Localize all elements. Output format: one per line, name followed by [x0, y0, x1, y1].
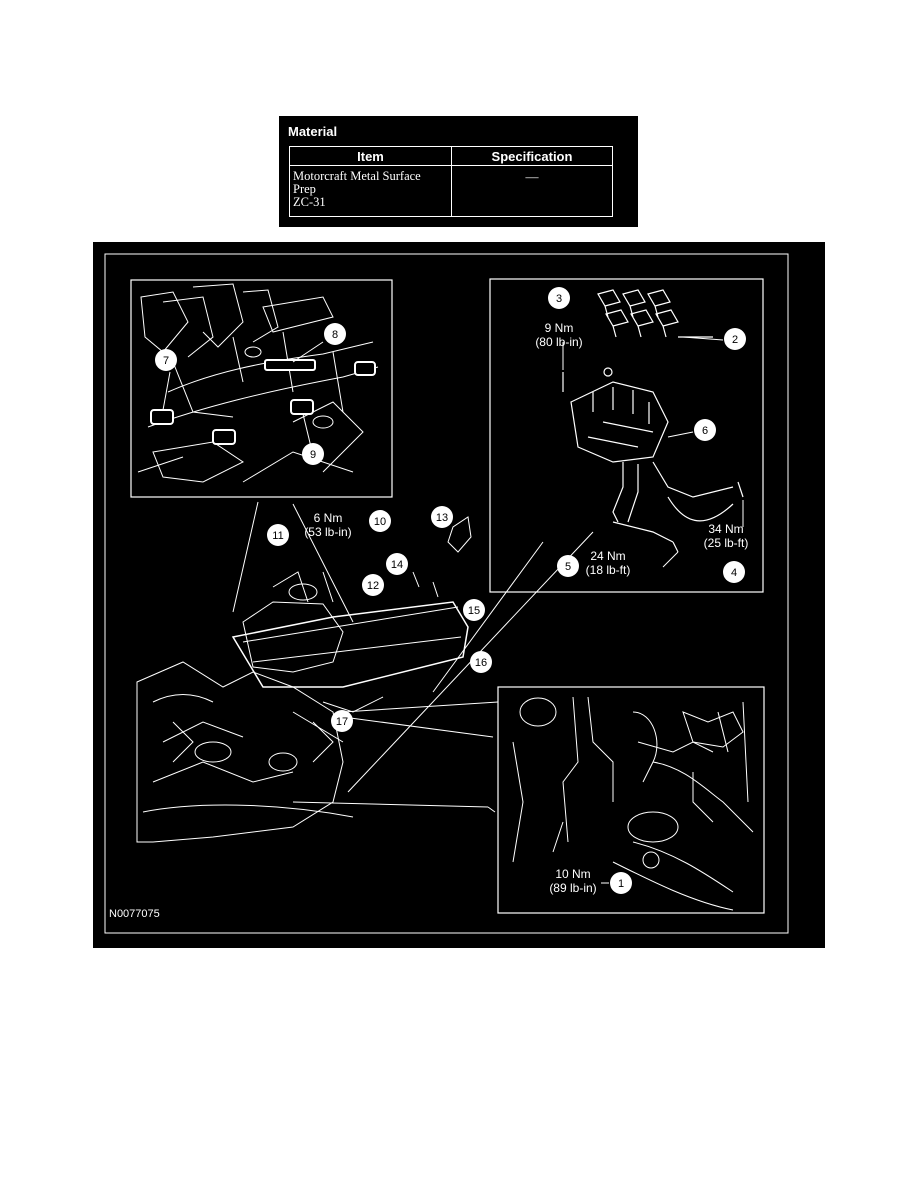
- detail-panel-top-left: [130, 279, 393, 498]
- callout-label: 12: [367, 580, 379, 592]
- torque-label: (53 lb-in): [304, 525, 351, 539]
- callout-1: [610, 872, 632, 894]
- engine-component-diagram: 7 8 9 3 2 6 5 4 10 11 13 14 12 15 16 17 …: [93, 242, 825, 948]
- header-specification: Specification: [491, 148, 573, 164]
- callout-17: [331, 710, 353, 732]
- detail-panel-top-right: [489, 278, 764, 593]
- callout-4: [723, 561, 745, 583]
- torque-label: 24 Nm: [590, 549, 625, 563]
- callout-label: 16: [475, 657, 487, 669]
- diagram-svg: 7 8 9 3 2 6 5 4 10 11 13 14 12 15 16 17 …: [104, 253, 789, 934]
- callout-16: [470, 651, 492, 673]
- material-spec-table: Item Specification Motorcraft Metal Surf…: [289, 146, 613, 217]
- callout-5: [557, 555, 579, 577]
- callout-10: [369, 510, 391, 532]
- torque-label: 34 Nm: [708, 522, 743, 536]
- callout-12: [362, 574, 384, 596]
- callout-15: [463, 599, 485, 621]
- callout-14: [386, 553, 408, 575]
- callout-label: 13: [436, 512, 448, 524]
- callout-11: [267, 524, 289, 546]
- callout-label: 17: [336, 716, 348, 728]
- callout-label: 4: [731, 567, 737, 579]
- callout-label: 5: [565, 561, 571, 573]
- main-engine-illustration: [136, 501, 594, 843]
- torque-label: (18 lb-ft): [586, 563, 631, 577]
- inner-frame: [104, 253, 789, 934]
- callout-label: 2: [732, 334, 738, 346]
- torque-label: 9 Nm: [545, 321, 574, 335]
- callout-2: [724, 328, 746, 350]
- callout-7: [155, 349, 177, 371]
- table-row: Motorcraft Metal Surface Prep ZC-31 —: [290, 166, 612, 217]
- callout-6: [694, 419, 716, 441]
- table-header-row: Item Specification: [290, 147, 612, 166]
- material-table-panel: Material Item Specification Motorcraft M…: [279, 116, 638, 227]
- callout-label: 6: [702, 425, 708, 437]
- torque-label: 10 Nm: [555, 867, 590, 881]
- callout-3: [548, 287, 570, 309]
- callout-13: [431, 506, 453, 528]
- callout-label: 7: [163, 355, 169, 367]
- callout-label: 14: [391, 559, 403, 571]
- detail-panel-bottom-right: [497, 686, 765, 914]
- callout-9: [302, 443, 324, 465]
- figure-code: N0077075: [109, 908, 160, 920]
- specification-cell: —: [525, 169, 539, 184]
- callout-label: 3: [556, 293, 562, 305]
- callout-label: 1: [618, 878, 624, 890]
- callout-label: 9: [310, 449, 316, 461]
- callout-label: 10: [374, 516, 386, 528]
- callout-label: 8: [332, 329, 338, 341]
- torque-label: 6 Nm: [314, 511, 343, 525]
- item-line: Prep: [293, 182, 316, 196]
- header-item: Item: [290, 147, 452, 165]
- torque-label: (89 lb-in): [549, 881, 596, 895]
- torque-label: (25 lb-ft): [704, 536, 749, 550]
- callout-8: [324, 323, 346, 345]
- callout-label: 15: [468, 605, 480, 617]
- torque-label: (80 lb-in): [535, 335, 582, 349]
- item-line: ZC-31: [293, 195, 326, 209]
- callout-label: 11: [272, 530, 283, 542]
- material-title: Material: [288, 124, 338, 139]
- item-cell: Motorcraft Metal Surface Prep ZC-31: [290, 166, 452, 217]
- item-line: Motorcraft Metal Surface: [293, 169, 421, 183]
